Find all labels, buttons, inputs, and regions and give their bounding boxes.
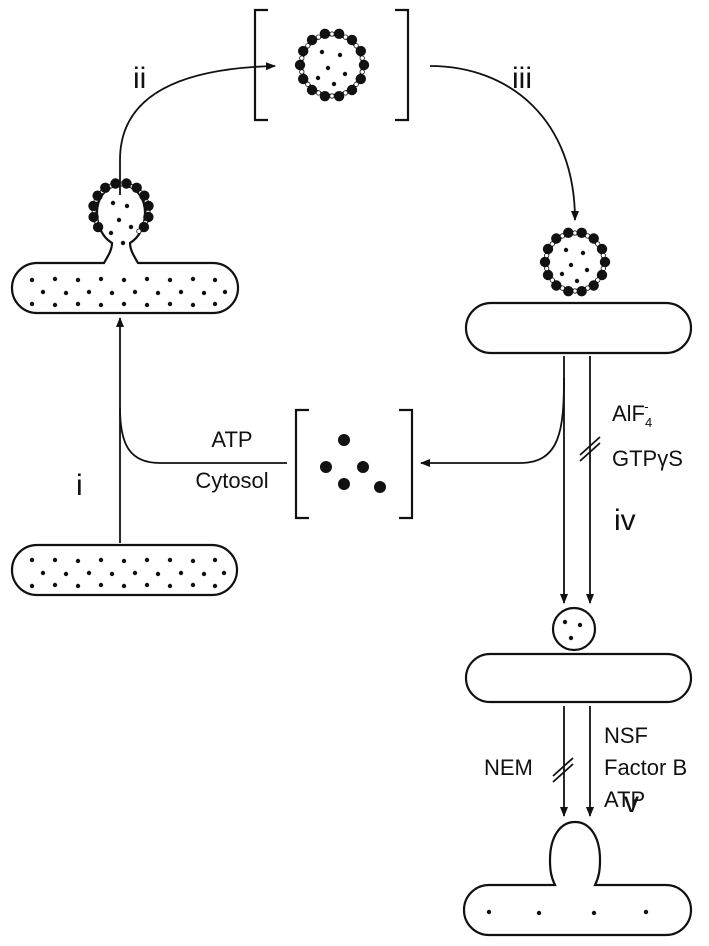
coat-protein-gap <box>137 229 141 233</box>
free-coated-vesicle-bracket <box>255 10 408 120</box>
coat-protein-gap <box>360 56 364 60</box>
coat-protein <box>334 29 344 39</box>
coat-protein <box>334 91 344 101</box>
nem-label: NEM <box>484 755 533 780</box>
acceptor-membrane-1 <box>466 303 691 353</box>
coat-protein <box>347 85 357 95</box>
arrow-iii <box>430 66 575 220</box>
cargo-dots <box>30 558 226 588</box>
step-label-i: i <box>76 469 83 502</box>
coat-protein <box>93 222 103 232</box>
step-label-ii: ii <box>133 62 146 95</box>
step-label-iv: iv <box>614 504 636 537</box>
coat-protein <box>298 74 308 84</box>
gtpgs-label: GTPγS <box>612 446 683 471</box>
coat-protein <box>356 46 366 56</box>
coat-protein-dots <box>320 434 386 493</box>
coat-proteins <box>540 228 610 297</box>
coat-protein <box>320 91 330 101</box>
coat-protein <box>543 270 553 280</box>
released-coat-bracket <box>296 410 412 518</box>
atp-label-right: ATP <box>604 787 645 812</box>
coat-protein-gap <box>330 32 334 36</box>
coat-protein <box>577 286 587 296</box>
cytosol-label: Cytosol <box>195 468 268 493</box>
arrows <box>120 66 590 816</box>
coat-protein <box>359 60 369 70</box>
uncoated-vesicle <box>553 608 595 650</box>
donor-membrane-bottom <box>12 545 237 595</box>
cargo-dots <box>316 50 347 86</box>
coat-protein <box>589 280 599 290</box>
coat-protein <box>139 191 149 201</box>
coat-protein-gap <box>300 70 304 74</box>
targeted-coated-vesicle <box>540 228 610 297</box>
coat-protein <box>597 244 607 254</box>
coat-proteins <box>295 29 369 102</box>
atp-label-left: ATP <box>211 427 252 452</box>
coat-protein-gap <box>300 56 304 60</box>
step-label-iii: iii <box>512 62 532 95</box>
coat-protein <box>88 212 98 222</box>
cargo-dots <box>560 248 589 283</box>
coat-protein <box>143 201 153 211</box>
coat-protein-gap <box>601 253 605 257</box>
coat-protein <box>551 233 561 243</box>
arrow-coat-recycle <box>120 408 287 463</box>
coat-protein-gap <box>360 70 364 74</box>
coat-protein-gap <box>330 94 334 98</box>
arrow-coat-release <box>421 356 564 463</box>
coat-protein <box>295 60 305 70</box>
fused-acceptor-membrane <box>464 822 691 935</box>
nsf-label: NSF <box>604 723 648 748</box>
factor-b-label: Factor B <box>604 755 687 780</box>
acceptor-membrane-2 <box>466 654 691 702</box>
coat-protein <box>600 257 610 267</box>
budding-donor-membrane <box>12 178 238 313</box>
coat-protein <box>307 35 317 45</box>
cargo-dots <box>30 201 227 307</box>
inhibition-marks <box>553 437 600 782</box>
coat-protein <box>100 183 110 193</box>
coat-proteins <box>88 178 153 233</box>
coat-protein <box>320 29 330 39</box>
aif4-label: AlF4- <box>612 399 652 430</box>
coat-protein <box>540 257 550 267</box>
coat-protein <box>563 228 573 238</box>
